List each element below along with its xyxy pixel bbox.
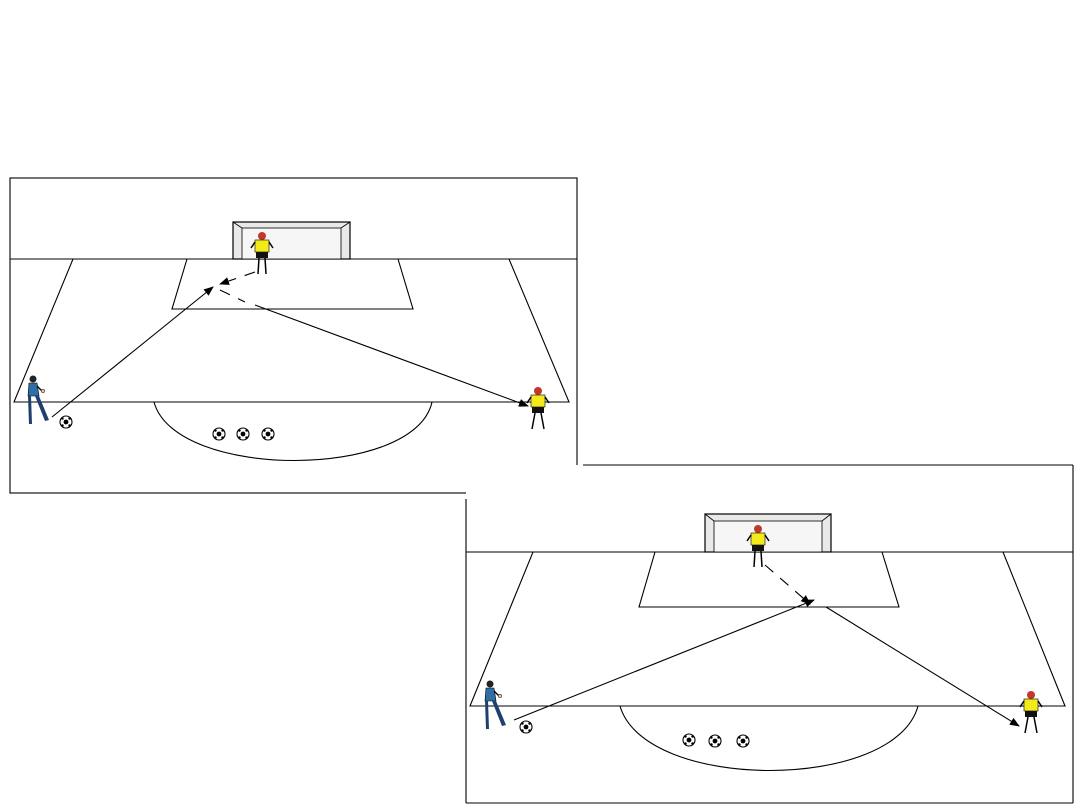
distribution-arrow	[254, 304, 529, 407]
goal-area	[171, 258, 414, 310]
panel-frame	[9, 177, 578, 494]
drill-panel-1	[9, 177, 578, 494]
goalkeeper-icon	[746, 525, 770, 568]
keeper-run-arrow	[764, 564, 811, 605]
coach-icon	[27, 375, 49, 424]
pass-arrow	[51, 286, 214, 418]
goal-icon	[704, 513, 832, 553]
penalty-arc	[153, 401, 433, 461]
soccer-ball-icon	[708, 734, 722, 748]
coach-icon	[484, 680, 506, 729]
keeper-run-arrow	[219, 271, 256, 285]
soccer-ball-icon	[212, 427, 226, 441]
goalkeeper-icon	[526, 387, 550, 430]
soccer-ball-icon	[59, 415, 73, 429]
pass-arrow	[513, 599, 815, 721]
soccer-ball-icon	[236, 427, 250, 441]
soccer-ball-icon	[682, 733, 696, 747]
drill-panel-2	[465, 464, 1074, 804]
goalkeeper-icon	[1019, 691, 1043, 734]
soccer-ball-icon	[261, 427, 275, 441]
soccer-ball-icon	[519, 720, 533, 734]
distribution-arrow	[825, 606, 1020, 727]
soccer-ball-icon	[736, 734, 750, 748]
distribution-arrow-dashed	[219, 289, 246, 303]
goalkeeper-icon	[250, 232, 274, 275]
penalty-arc	[619, 705, 919, 771]
goal-icon	[232, 221, 351, 260]
